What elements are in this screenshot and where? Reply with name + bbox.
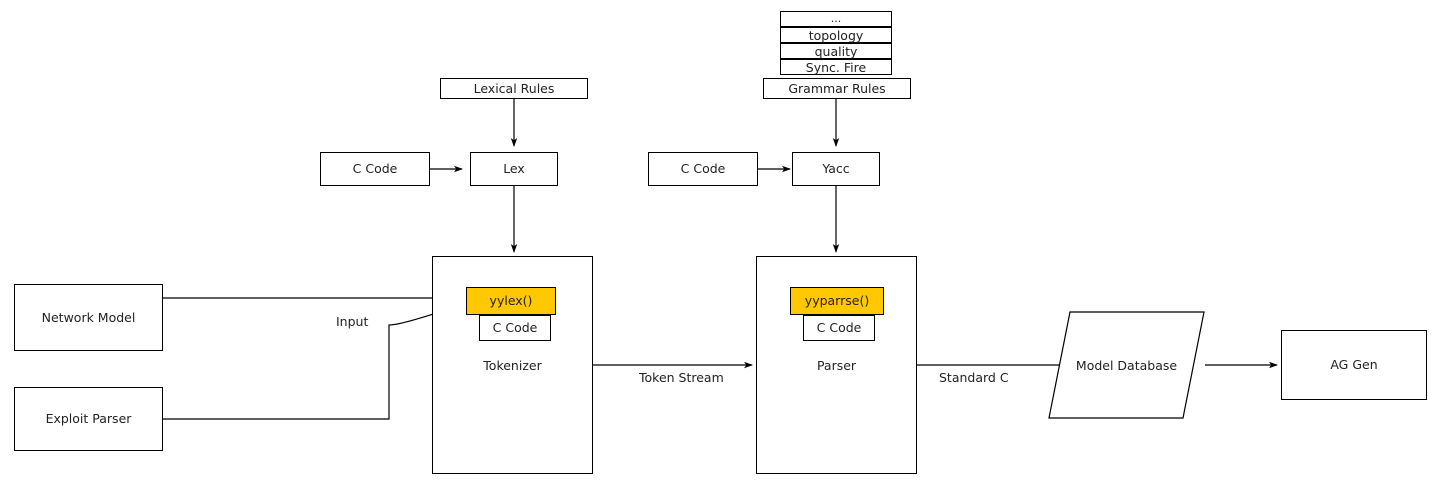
parser-caption: Parser: [816, 358, 857, 373]
edge-label-standard-c: Standard C: [937, 370, 1011, 385]
yylex-function-box[interactable]: yylex(): [466, 287, 556, 315]
edge-label-input: Input: [334, 314, 371, 329]
lexical-rules-box[interactable]: Lexical Rules: [440, 78, 588, 99]
model-database-label: Model Database: [1075, 357, 1178, 373]
parser-c-code-box[interactable]: C Code: [803, 315, 875, 341]
yacc-tool-box[interactable]: Yacc: [792, 152, 880, 186]
parallelogram-outline: [1048, 311, 1205, 419]
tokenizer-c-code-box[interactable]: C Code: [479, 315, 551, 341]
yyparrse-function-box[interactable]: yyparrse(): [790, 287, 884, 315]
model-database-shape[interactable]: Model Database: [1048, 311, 1205, 419]
tokenizer-container[interactable]: yylex() C Code Tokenizer: [432, 256, 593, 474]
yacc-c-code-box[interactable]: C Code: [648, 152, 758, 186]
parser-container[interactable]: yyparrse() C Code Parser: [756, 256, 917, 474]
ag-gen-box[interactable]: AG Gen: [1281, 330, 1427, 400]
network-model-box[interactable]: Network Model: [14, 284, 163, 351]
exploit-parser-box[interactable]: Exploit Parser: [14, 387, 163, 451]
grammar-rules-stack-item-2: quality: [780, 43, 892, 59]
edge-label-token-stream: Token Stream: [637, 370, 726, 385]
lex-c-code-box[interactable]: C Code: [320, 152, 430, 186]
grammar-rules-stack-item-1: topology: [780, 27, 892, 43]
grammar-rules-stack-item-3: Sync. Fire: [780, 59, 892, 75]
edge-exploit-parser-to-tokenizer: [163, 303, 467, 420]
grammar-rules-stack-item-0: ...: [780, 11, 892, 27]
lex-tool-box[interactable]: Lex: [470, 152, 558, 186]
grammar-rules-box[interactable]: Grammar Rules: [763, 78, 911, 99]
tokenizer-caption: Tokenizer: [483, 358, 542, 373]
